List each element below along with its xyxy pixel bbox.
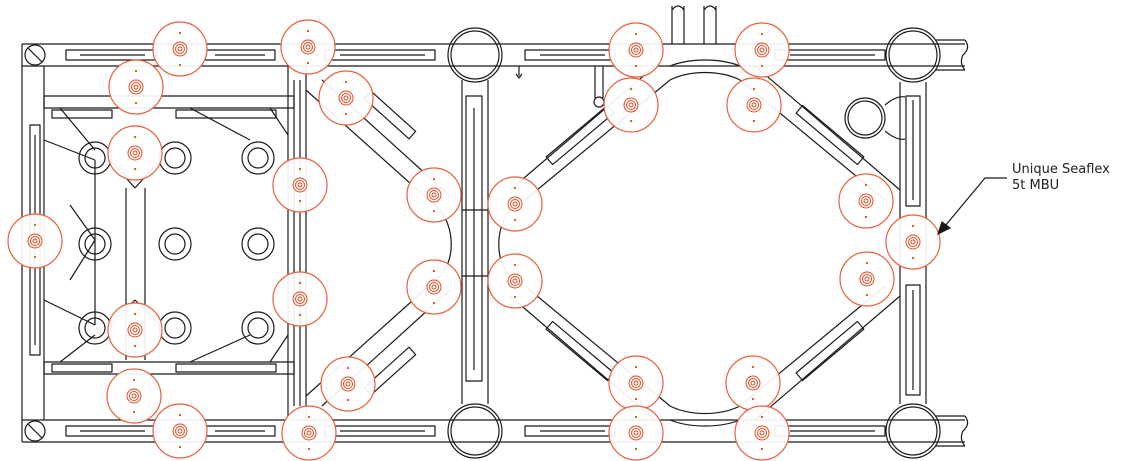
mbu-unit	[108, 59, 164, 115]
mbu-unit	[734, 405, 790, 461]
main-legs	[447, 27, 941, 459]
pipe-break-top	[960, 39, 969, 71]
mbu-highlighted	[885, 214, 941, 270]
mbu-unit	[318, 70, 374, 126]
mbu-unit	[320, 356, 376, 412]
mbu-unit	[107, 302, 163, 358]
mbu-unit	[152, 403, 208, 459]
mbu-unit	[839, 251, 895, 307]
callout-leader	[936, 177, 1007, 236]
mbu-unit	[838, 173, 894, 229]
leg-sleeves	[78, 141, 275, 345]
lifting-pipes	[515, 5, 717, 108]
centre-post	[439, 80, 511, 404]
left-module	[43, 66, 307, 420]
callout-line-2: 5t MBU	[1012, 178, 1060, 193]
mbu-unit	[726, 77, 782, 133]
mbu-unit	[608, 355, 664, 411]
mbu-unit	[603, 77, 659, 133]
frame-structure	[21, 5, 969, 459]
pipe-break-bottom	[960, 415, 969, 447]
mbu-unit	[106, 368, 162, 424]
mbu-unit	[487, 176, 543, 232]
mbu-unit	[725, 355, 781, 411]
mbu-unit	[487, 253, 543, 309]
mbu-unit	[734, 22, 790, 78]
diamond-braces-right-bay	[509, 59, 901, 427]
mbu-unit	[272, 157, 328, 213]
mbu-unit	[280, 19, 336, 75]
mbu-unit	[7, 213, 63, 269]
mbu-unit	[608, 405, 664, 461]
diagonal-braces-left-bay	[305, 79, 451, 407]
mbu-unit	[406, 259, 462, 315]
callout-label: Unique Seaflex 5t MBU	[1012, 162, 1110, 194]
mbu-unit	[152, 21, 208, 77]
mbu-group	[7, 19, 941, 461]
mbu-unit	[281, 405, 337, 461]
mbu-unit	[608, 22, 664, 78]
mbu-unit	[272, 271, 328, 327]
mbu-unit	[107, 125, 163, 181]
mbu-unit	[406, 167, 462, 223]
callout-line-1: Unique Seaflex	[1012, 162, 1110, 177]
